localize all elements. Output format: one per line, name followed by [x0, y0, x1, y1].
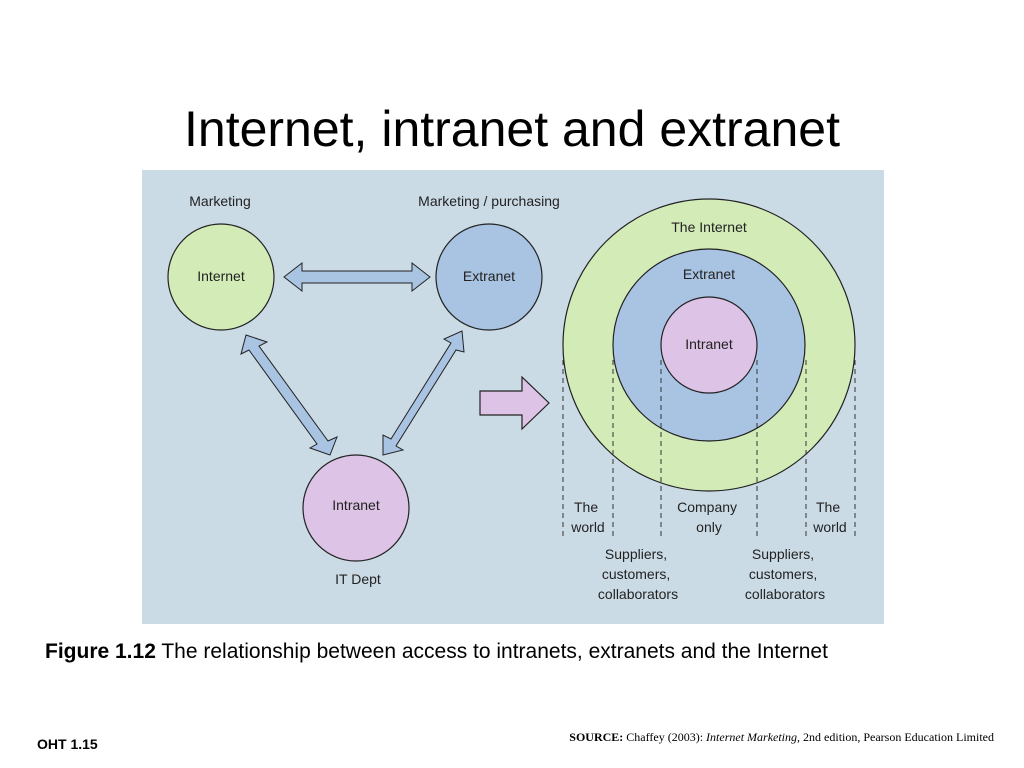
- source-citation: SOURCE: Chaffey (2003): Internet Marketi…: [569, 730, 994, 745]
- slide-title: Internet, intranet and extranet: [184, 101, 840, 157]
- figure-caption-text: The relationship between access to intra…: [155, 640, 828, 663]
- intranet-circle: [302, 454, 410, 562]
- big-right-arrow: [479, 375, 550, 431]
- right-world-line2: world: [812, 519, 846, 535]
- left-suppliers-line3: collaborators: [598, 586, 678, 602]
- left-world-label: The world: [570, 499, 604, 535]
- intranet-caption: IT Dept: [335, 571, 381, 587]
- company-line1: Company: [677, 499, 737, 515]
- source-label: SOURCE:: [569, 730, 624, 744]
- source-author: Chaffey (2003):: [623, 730, 707, 744]
- internet-circle-label: Internet: [197, 268, 245, 284]
- extranet-caption: Marketing / purchasing: [418, 193, 560, 209]
- slide-number: OHT 1.15: [37, 736, 98, 752]
- source-title: Internet Marketing: [706, 730, 798, 744]
- extranet-circle: [435, 223, 543, 331]
- extranet-circle-label: Extranet: [463, 268, 515, 284]
- internet-circle: [167, 223, 275, 331]
- left-world-line2: world: [570, 519, 604, 535]
- figure-label: Figure 1.12: [45, 640, 156, 663]
- right-suppliers-line2: customers,: [749, 566, 817, 582]
- right-world-line1: The: [816, 499, 840, 515]
- left-world-line1: The: [574, 499, 598, 515]
- right-suppliers-line3: collaborators: [745, 586, 825, 602]
- inner-circle-label: Intranet: [685, 336, 733, 352]
- company-only-label: Company only: [677, 499, 741, 535]
- internet-caption: Marketing: [189, 193, 250, 209]
- outer-circle-label: The Internet: [671, 219, 747, 235]
- double-arrow-extranet-intranet: [382, 330, 465, 456]
- source-publisher: , 2nd edition, Pearson Education Limited: [797, 730, 994, 744]
- inner-intranet-circle: [660, 296, 758, 394]
- right-suppliers-label: Suppliers, customers, collaborators: [745, 546, 825, 602]
- middle-circle-label: Extranet: [683, 266, 735, 282]
- double-arrow-internet-extranet: [283, 261, 431, 293]
- intranet-circle-label: Intranet: [332, 497, 380, 513]
- figure-caption: Figure 1.12 The relationship between acc…: [45, 637, 945, 667]
- company-line2: only: [696, 519, 722, 535]
- right-world-label: The world: [812, 499, 846, 535]
- left-suppliers-line1: Suppliers,: [605, 546, 667, 562]
- network-diagram: Marketing Internet Marketing / purchasin…: [142, 170, 884, 624]
- right-suppliers-line1: Suppliers,: [752, 546, 814, 562]
- double-arrow-internet-intranet: [240, 334, 338, 456]
- left-suppliers-label: Suppliers, customers, collaborators: [598, 546, 678, 602]
- left-suppliers-line2: customers,: [602, 566, 670, 582]
